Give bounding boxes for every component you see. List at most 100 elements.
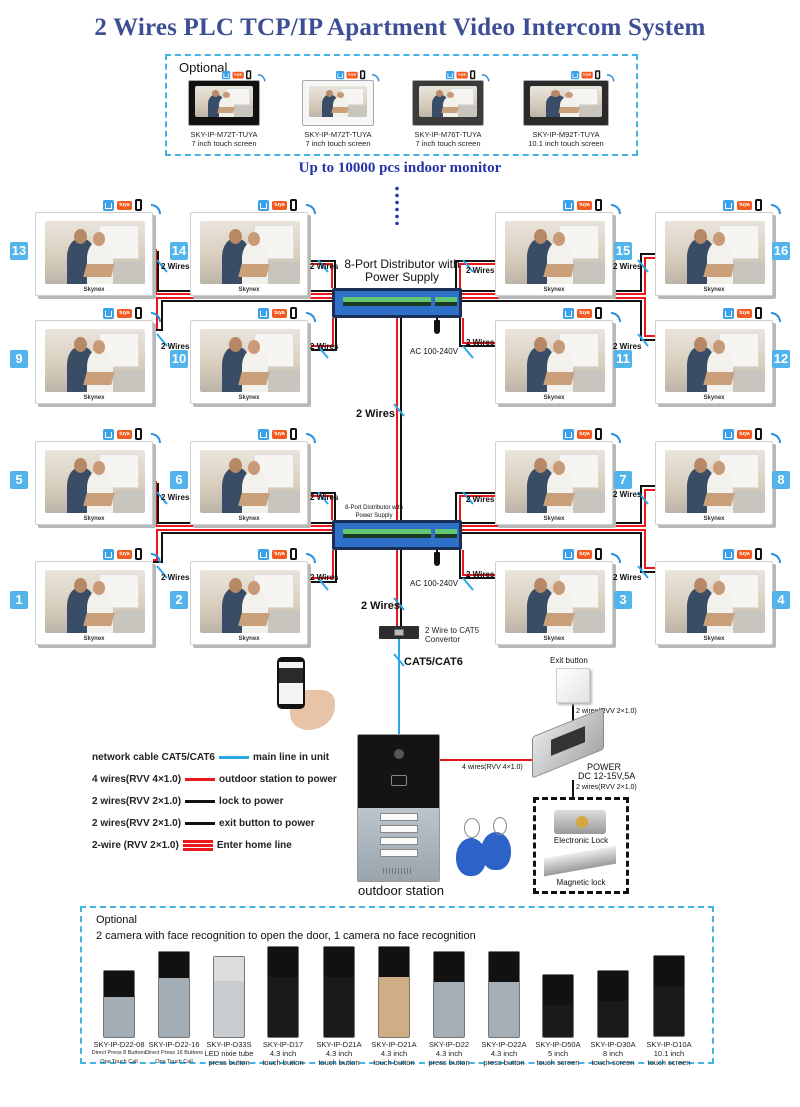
- wifi-icon: [771, 553, 781, 563]
- unit-number: 15: [614, 242, 632, 260]
- monitor-brand: Skynex: [83, 287, 105, 293]
- wire-break-mark: [156, 491, 168, 505]
- tuya-badge: tuya: [737, 200, 752, 210]
- cat-label: CAT5/CAT6: [404, 656, 463, 668]
- wire-break-mark: [317, 577, 329, 591]
- phone-screen: [279, 662, 303, 704]
- station-caption: SKY-IP-D21A 4.3 inch touch button: [316, 1040, 362, 1067]
- smart-home-icon: [563, 199, 574, 211]
- unit-number: 16: [772, 242, 790, 260]
- keyring-icon: [464, 818, 480, 838]
- lock-options-box: Electronic Lock Magnetic lock: [533, 797, 629, 894]
- wire-label: 2 Wires: [161, 573, 190, 582]
- station-caption: SKY-IP-D10A 10.1 inch touch screen: [646, 1040, 692, 1067]
- monitor-brand: Skynex: [238, 636, 260, 642]
- red-wire: [462, 550, 495, 576]
- convertor-label: 2 Wire to CAT5 Convertor: [425, 626, 480, 644]
- unit-number: 9: [10, 350, 28, 368]
- tuya-badge: tuya: [272, 308, 287, 318]
- smart-home-icon: [723, 307, 734, 319]
- monitor-brand: Skynex: [543, 395, 565, 401]
- legend-line: [219, 756, 249, 759]
- station-caption: SKY-IP-D22 4.3 inch press button: [428, 1040, 470, 1067]
- tuya-badge: tuya: [577, 308, 592, 318]
- screen-photo: [505, 221, 605, 284]
- screen-photo: [665, 221, 765, 284]
- wifi-icon: [151, 204, 161, 214]
- smart-home-icon: [446, 70, 455, 79]
- smart-home-icon: [258, 199, 269, 211]
- monitor-badges: tuya: [563, 304, 621, 322]
- unit-number: 1: [10, 591, 28, 609]
- red-wire: [462, 489, 655, 527]
- screen-photo: [665, 450, 765, 513]
- red-wire: [459, 263, 495, 288]
- phone-icon: [290, 548, 297, 560]
- station-top-panel: [434, 952, 464, 982]
- red-wire: [459, 495, 495, 520]
- speaker-grille: [383, 868, 413, 874]
- indoor-monitor: Skynex: [655, 320, 773, 404]
- wire-break-mark: [317, 259, 329, 273]
- screen-photo: [200, 570, 300, 633]
- legend-line: [182, 844, 213, 847]
- tuya-badge: tuya: [577, 200, 592, 210]
- more-units-dots: [395, 185, 399, 225]
- phone-icon: [595, 548, 602, 560]
- monitor-badges: tuya: [723, 304, 781, 322]
- screen-photo: [419, 86, 477, 117]
- wire-label: 2 Wires: [310, 573, 339, 582]
- monitor-badges: tuya: [723, 545, 781, 563]
- tuya-badge: tuya: [346, 71, 358, 79]
- tuya-badge: tuya: [577, 429, 592, 439]
- unit-number: 2: [170, 591, 188, 609]
- smart-home-icon: [103, 428, 114, 440]
- outdoor-camera-panel: [358, 735, 439, 808]
- screen-photo: [505, 329, 605, 392]
- red-wire: [306, 318, 334, 347]
- door-station-0: [103, 970, 135, 1038]
- phone-icon: [595, 70, 601, 80]
- phone-icon: [135, 428, 142, 440]
- wifi-icon: [258, 74, 266, 82]
- station-caption: SKY-IP-D21A 4.3 inch touch button: [371, 1040, 417, 1067]
- station-top-panel: [543, 975, 573, 1005]
- wifi-icon: [771, 204, 781, 214]
- indoor-monitor: Skynex: [655, 561, 773, 645]
- monitor-brand: Skynex: [703, 636, 725, 642]
- smart-home-icon: [563, 428, 574, 440]
- wire-break-mark: [462, 259, 474, 273]
- trunk-label-1: 2 Wires: [356, 408, 396, 420]
- wifi-icon: [151, 433, 161, 443]
- red-wire: [306, 263, 333, 288]
- tuya-badge: tuya: [117, 429, 132, 439]
- wire-break-mark: [637, 565, 649, 579]
- monitor-brand: Skynex: [543, 287, 565, 293]
- station-top-panel: [379, 947, 409, 977]
- monitor-brand: Skynex: [83, 395, 105, 401]
- legend-wire-type: 2 wires(RVV 2×1.0): [92, 818, 182, 829]
- monitor-brand: Skynex: [238, 395, 260, 401]
- legend-row: 4 wires(RVV 4×1.0) outdoor station to po…: [92, 774, 337, 785]
- door-station-3: [267, 946, 299, 1038]
- tuya-badge: tuya: [456, 71, 468, 79]
- red-wire: [462, 318, 495, 344]
- name-tag: [380, 837, 418, 845]
- monitor-brand: Skynex: [238, 516, 260, 522]
- wire-label: 2 Wires: [613, 490, 642, 499]
- wifi-icon: [771, 312, 781, 322]
- bottom-optional-subtitle: 2 camera with face recognition to open t…: [96, 930, 476, 942]
- wire-break-mark: [317, 491, 329, 505]
- top-optional-box: Optional: [165, 54, 638, 156]
- station-caption: SKY-IP-D22A 4.3 inch press button: [481, 1040, 527, 1067]
- wire-label: 2 Wires: [310, 493, 339, 502]
- station-caption: SKY-IP-D22-08 Direct Press 8 Buttons One…: [91, 1040, 147, 1065]
- phone-icon: [595, 199, 602, 211]
- wire-label: 2 Wires: [466, 570, 495, 579]
- unit-number: 5: [10, 471, 28, 489]
- unit-number: 7: [614, 471, 632, 489]
- electronic-lock-label: Electronic Lock: [553, 836, 609, 845]
- phone-icon: [135, 307, 142, 319]
- tuya-badge: tuya: [581, 71, 593, 79]
- cat5-convertor: [379, 626, 419, 639]
